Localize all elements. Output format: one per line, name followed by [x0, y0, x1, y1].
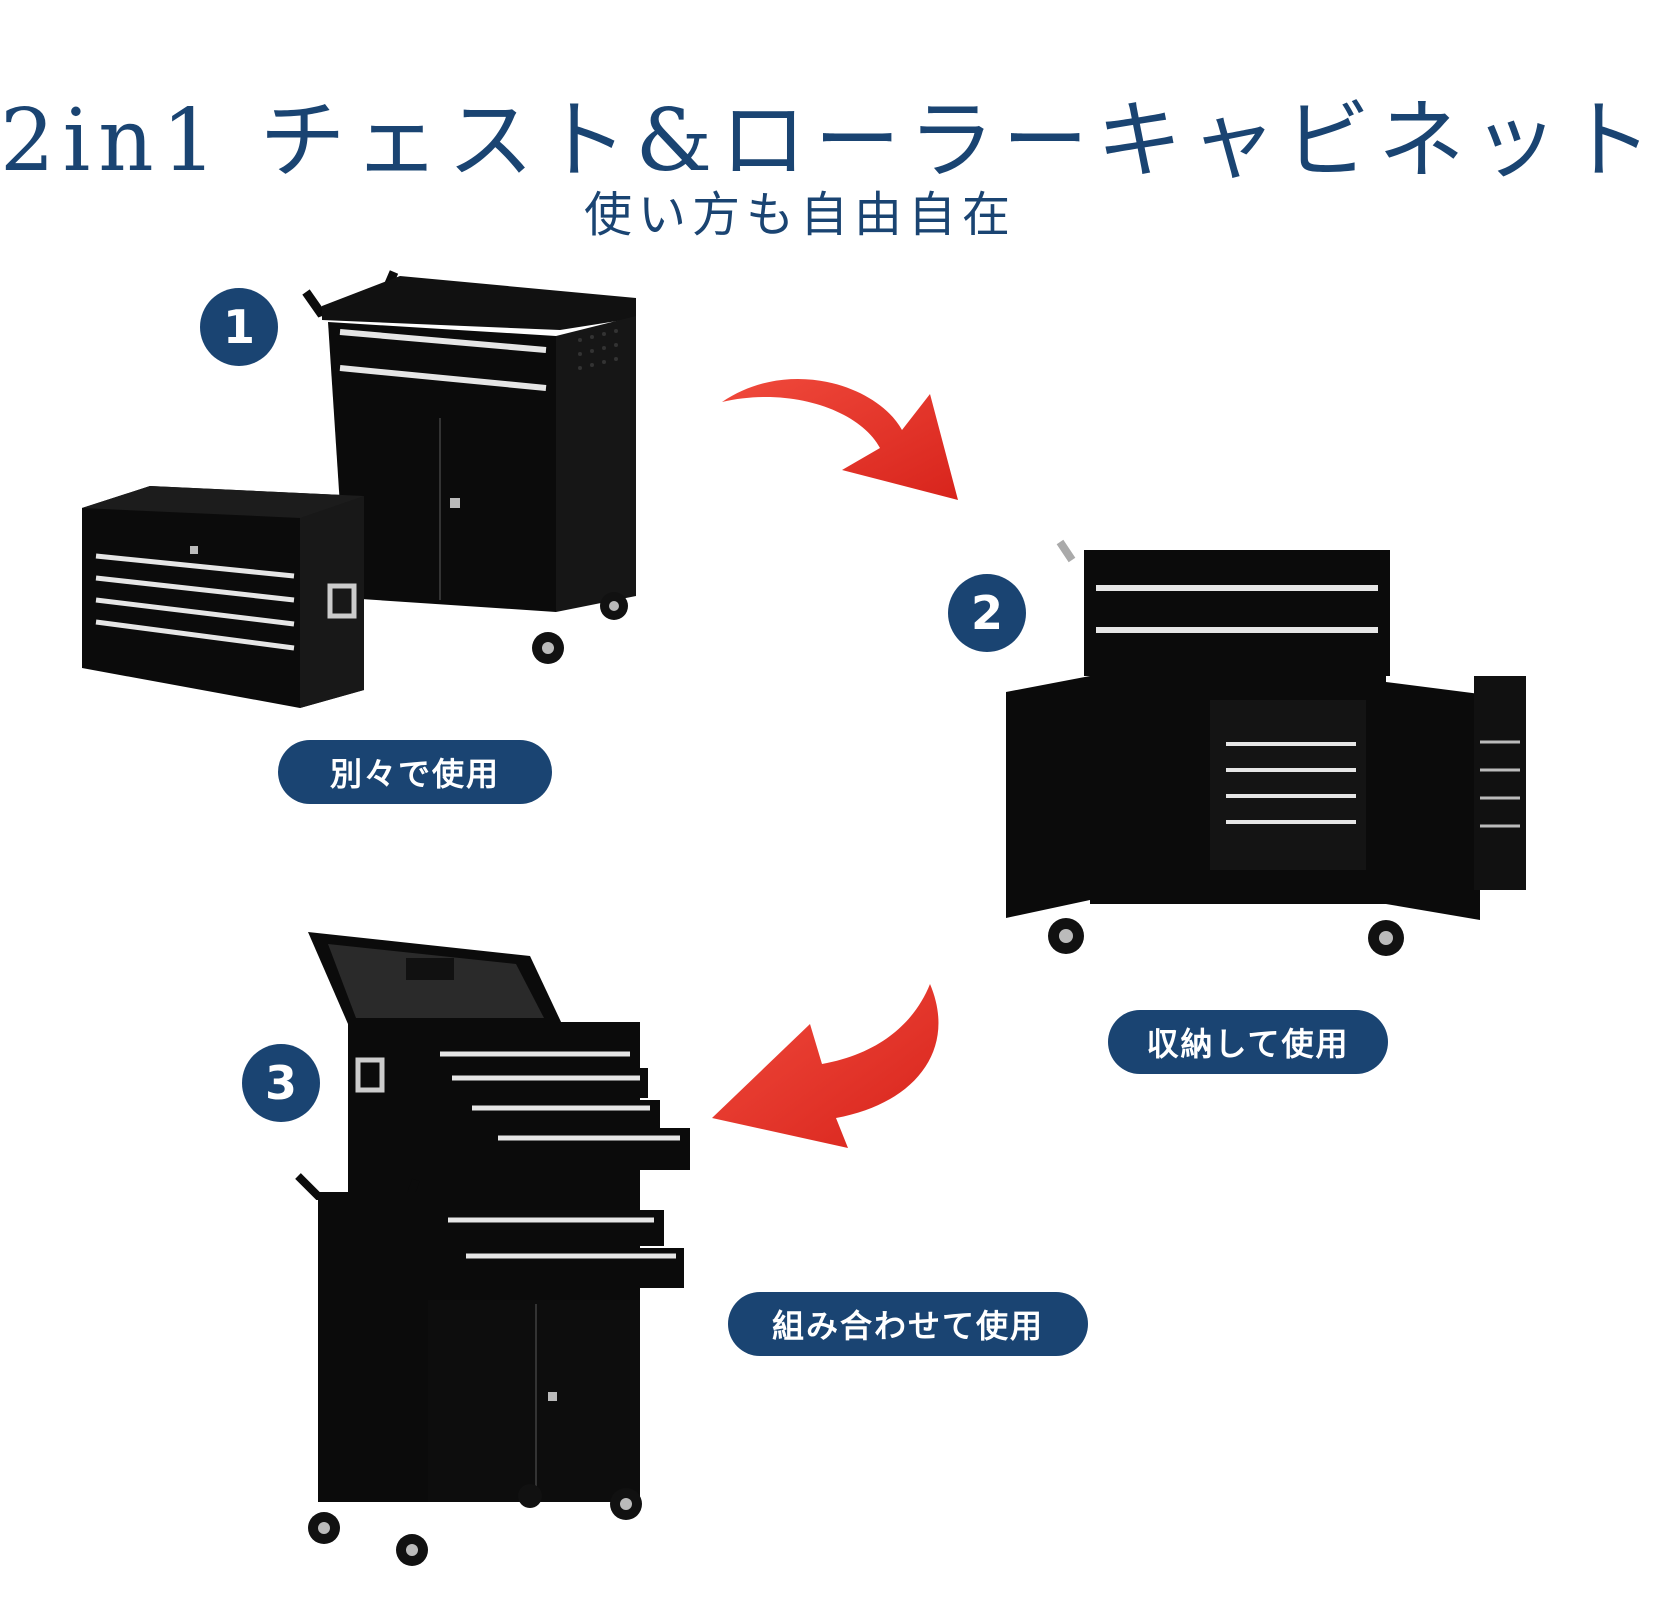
step-label-1: 別々で使用: [278, 740, 552, 804]
step-number-badge-2: 2: [948, 574, 1026, 652]
step-label-3: 組み合わせて使用: [728, 1292, 1088, 1356]
illustration-canvas: [82, 270, 1526, 1566]
step-label-2: 収納して使用: [1108, 1010, 1388, 1074]
arrow-1-to-2-icon: [722, 378, 958, 500]
cabinet-open-image-2: [1006, 539, 1526, 956]
step-number-badge-1: 1: [200, 288, 278, 366]
page-subtitle: 使い方も自由自在: [583, 187, 1016, 243]
arrow-2-to-3-icon: [712, 984, 939, 1148]
tool-chest-image-1: [82, 486, 364, 708]
combined-cabinet-image-3: [295, 932, 690, 1566]
rolling-cabinet-image-1: [302, 270, 636, 664]
step-number-badge-3: 3: [242, 1044, 320, 1122]
page-title: 2in1 チェスト&ローラーキャビネット: [0, 91, 1660, 191]
